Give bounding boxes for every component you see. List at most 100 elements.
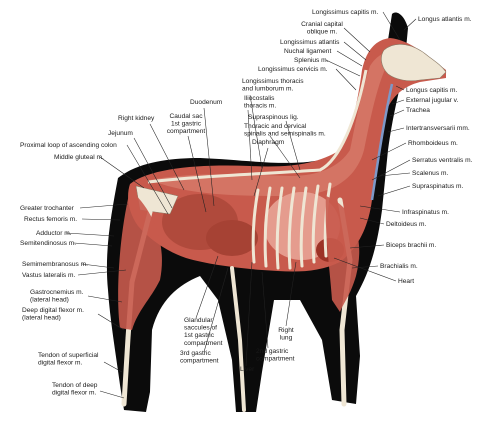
leader-rectus-femoris	[81, 218, 121, 221]
stomach	[206, 220, 258, 256]
leader-tendon-deep	[99, 390, 125, 399]
label-longissimus-capitis: Longissimus capitis m.	[312, 9, 378, 16]
label-deep-digital-flexor: Deep digital flexor m.(lateral head)	[22, 307, 84, 322]
muscle-highlight	[150, 50, 396, 196]
label-infraspinatus: Infraspinatus m.	[402, 209, 449, 216]
leader-longissimus-atlantis	[343, 41, 367, 61]
leader-duodenum	[203, 107, 215, 207]
leader-infraspinatus	[359, 205, 401, 213]
leader-glandular-saccules	[195, 255, 219, 319]
trachea-shape	[370, 83, 394, 201]
leader-semimembranosus	[81, 263, 115, 269]
leader-longissimus-capitis	[382, 11, 401, 41]
label-scalenus: Scalenus m.	[412, 170, 448, 177]
leader-supraspinatus	[377, 185, 411, 197]
leader-semitendinosus	[73, 242, 113, 247]
spine	[147, 69, 368, 184]
leader-right-kidney	[149, 123, 185, 191]
leader-longissimus-thoracis	[249, 94, 263, 169]
label-longus-capitis: Longus capitis m.	[406, 87, 457, 94]
leader-gastrocnemius	[87, 295, 123, 303]
label-brachialis: Brachialis m.	[380, 263, 418, 270]
label-rectus-femoris: Rectus femoris m.	[24, 216, 77, 223]
leader-longus-atlantis	[403, 18, 417, 31]
leader-longissimus-cervicis	[335, 68, 357, 91]
label-longissimus-atlantis: Longissimus atlantis	[280, 39, 340, 46]
label-rhomboideus: Rhomboideus m.	[408, 140, 458, 147]
middle-leg-bones	[230, 266, 246, 412]
label-adductor: Adductor m.	[36, 230, 72, 237]
leader-rhomboideus	[371, 142, 407, 161]
leader-jejunum	[133, 137, 173, 209]
label-serratus-ventralis: Serratus ventralis m.	[412, 157, 473, 164]
label-splenius: Splenius m.	[294, 57, 329, 64]
leader-middle-gluteal	[99, 156, 145, 189]
label-external-jugular: External jugular v.	[406, 97, 458, 104]
leader-thoracic-cervical-spinalis	[269, 135, 301, 179]
label-middle-gluteal: Middle gluteal m.	[54, 154, 104, 161]
label-diaphragm: Diaphragm	[252, 139, 285, 146]
leader-greater-trochanter	[79, 203, 129, 209]
label-right-kidney: Right kidney	[118, 115, 155, 122]
label-intertransversarii: Intertransversarii mm.	[406, 125, 470, 132]
leader-proximal-loop	[126, 144, 169, 215]
leader-tendon-superficial	[103, 361, 123, 373]
label-vastus-lateralis: Vastus lateralis m.	[22, 272, 76, 279]
leader-caudal-sac	[187, 135, 207, 213]
label-gastrocnemius: Gastrocnemius m.(lateral head)	[30, 289, 84, 304]
label-deltoideus: Deltoideus m.	[386, 221, 426, 228]
leader-iliocostalis	[247, 109, 253, 181]
leader-longus-capitis	[395, 85, 405, 91]
label-heart: Heart	[398, 278, 414, 285]
label-nuchal-ligament: Nuchal ligament	[284, 48, 331, 55]
leader-third-gastric	[203, 267, 229, 353]
label-jejunum: Jejunum	[108, 130, 133, 137]
leader-supraspinous-lig	[285, 120, 301, 171]
label-proximal-loop: Proximal loop of ascending colon	[20, 142, 117, 149]
leader-nuchal-ligament	[336, 50, 363, 67]
label-semimembranosus: Semimembranosus m.	[22, 261, 88, 268]
label-semitendinosus: Semitendinosus m.	[20, 240, 76, 247]
label-duodenum: Duodenum	[190, 99, 223, 106]
leader-liver	[245, 261, 253, 367]
label-liver: Liver	[240, 366, 255, 373]
leader-lines	[65, 11, 417, 399]
fore-leg-muscle	[325, 196, 360, 312]
leader-heart	[333, 257, 397, 282]
label-longus-atlantis: Longus atlantis m.	[418, 16, 472, 23]
label-texts: Longissimus capitis m. Longus atlantis m.…	[20, 9, 473, 397]
leader-second-gastric	[261, 271, 269, 349]
label-trachea: Trachea	[406, 107, 430, 114]
label-supraspinous-lig: Supraspinous lig.	[248, 114, 299, 121]
leader-adductor	[65, 232, 115, 237]
leader-cranial-capital-oblique	[343, 27, 371, 53]
leader-right-lung	[285, 261, 297, 327]
leader-brachialis	[351, 265, 379, 269]
label-longissimus-cervicis: Longissimus cervicis m.	[258, 66, 328, 73]
leader-biceps-brachii	[349, 244, 385, 249]
label-greater-trochanter: Greater trochanter	[20, 205, 75, 212]
leader-splenius	[325, 59, 361, 77]
leader-deltoideus	[359, 217, 385, 225]
leader-deep-digital-flexor	[97, 313, 125, 331]
leader-vastus-lateralis	[77, 269, 127, 276]
label-supraspinatus: Supraspinatus m.	[412, 183, 463, 190]
skull-bone	[381, 44, 447, 82]
leader-diaphragm	[253, 147, 269, 197]
leader-intertransversarii	[387, 127, 405, 133]
leader-trachea	[389, 109, 405, 117]
hind-leg-muscle	[118, 190, 162, 330]
label-biceps-brachii: Biceps brachii m.	[386, 242, 436, 249]
leader-external-jugular	[391, 99, 405, 105]
